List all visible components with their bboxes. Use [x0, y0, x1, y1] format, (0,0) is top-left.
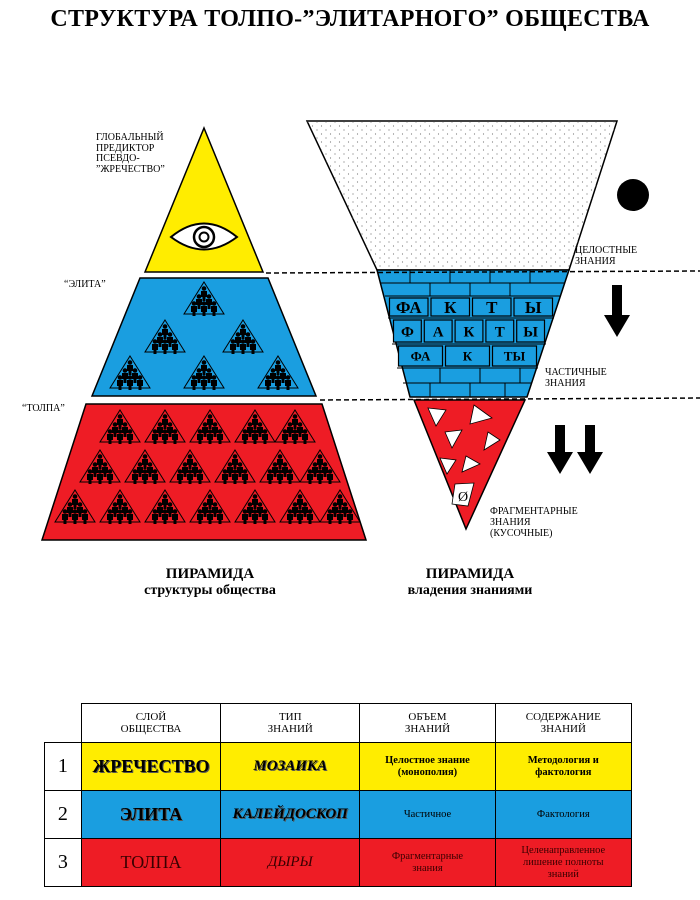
facts-letter: ФА — [396, 298, 423, 317]
facts-block — [454, 319, 484, 343]
facts-letter: А — [433, 324, 444, 340]
row-number: 1 — [44, 742, 82, 791]
priesthood-label: ГЛОБАЛЬНЫЙ ПРЕДИКТОР ПСЕВДО- ”ЖРЕЧЕСТВО” — [96, 132, 165, 175]
elite-label: “ЭЛИТА” — [64, 279, 106, 290]
knowledge-pyramid-caption: ПИРАМИДА владения знаниями — [407, 566, 533, 598]
layer-cell: ЭЛИТА — [80, 790, 222, 839]
facts-letter: ТЫ — [504, 349, 526, 364]
type-cell: МОЗАИКА — [220, 742, 361, 791]
facts-block — [485, 319, 515, 343]
elite-layer — [90, 277, 318, 397]
facts-letter: Ы — [525, 298, 542, 317]
double-arrow-down-icon — [547, 425, 603, 474]
fragments-icon — [427, 404, 501, 507]
facts-letter: К — [444, 298, 457, 317]
layer-cell: ТОЛПА — [80, 838, 222, 887]
society-pyramid-caption: ПИРАМИДА структуры общества — [144, 566, 276, 598]
holistic-knowledge-label: ЦЕЛОСТНЫЕ ЗНАНИЯ — [575, 245, 638, 267]
facts-letter: Ы — [523, 324, 538, 340]
black-dot-icon — [617, 179, 649, 211]
type-cell: ДЫРЫ — [220, 838, 361, 887]
facts-letter: ФА — [411, 349, 431, 364]
arrow-down-icon — [604, 285, 630, 337]
row-number: 2 — [44, 790, 82, 839]
facts-block — [430, 297, 471, 317]
table-corner — [45, 704, 82, 743]
type-cell: КАЛЕЙДОСКОП — [220, 790, 361, 839]
facts-block — [397, 345, 444, 367]
facts-block — [471, 297, 512, 317]
table-row: 2 ЭЛИТА КАЛЕЙДОСКОП Частичное Фактология — [44, 790, 633, 839]
eye-icon — [169, 222, 239, 251]
facts-letter: К — [463, 349, 473, 364]
society-pyramid — [40, 126, 368, 541]
facts-block — [444, 345, 491, 367]
volume-cell: Частичное — [359, 790, 496, 839]
divider-partial — [319, 397, 700, 401]
table-row: 1 ЖРЕЧЕСТВО МОЗАИКА Целостное знание(мон… — [44, 742, 633, 791]
content-cell: Фактология — [494, 790, 633, 839]
volume-cell: Целостное знание(монополия) — [359, 742, 496, 791]
crowd-label: “ТОЛПА” — [22, 403, 65, 414]
facts-block — [392, 319, 422, 343]
facts-block — [516, 319, 546, 343]
page-title: СТРУКТУРА ТОЛПО-”ЭЛИТАРНОГО” ОБЩЕСТВА — [50, 6, 650, 32]
partial-knowledge-label: ЧАСТИЧНЫЕ ЗНАНИЯ — [545, 367, 607, 389]
empty-set-symbol: Ø — [458, 490, 468, 505]
row-number: 3 — [44, 838, 82, 887]
fragmentary-knowledge-label: ФРАГМЕНТАРНЫЕ ЗНАНИЯ (КУСОЧНЫЕ) — [490, 506, 578, 539]
facts-block — [388, 297, 429, 317]
facts-letter: Т — [495, 324, 505, 340]
facts-block — [491, 345, 538, 367]
facts-letter: Ф — [401, 324, 414, 340]
facts-block — [423, 319, 453, 343]
layer-cell: ЖРЕЧЕСТВО — [80, 742, 222, 791]
facts-letter: Т — [486, 298, 498, 317]
facts-block — [513, 297, 554, 317]
facts-letter: К — [464, 324, 475, 340]
divider-holistic — [265, 270, 700, 274]
